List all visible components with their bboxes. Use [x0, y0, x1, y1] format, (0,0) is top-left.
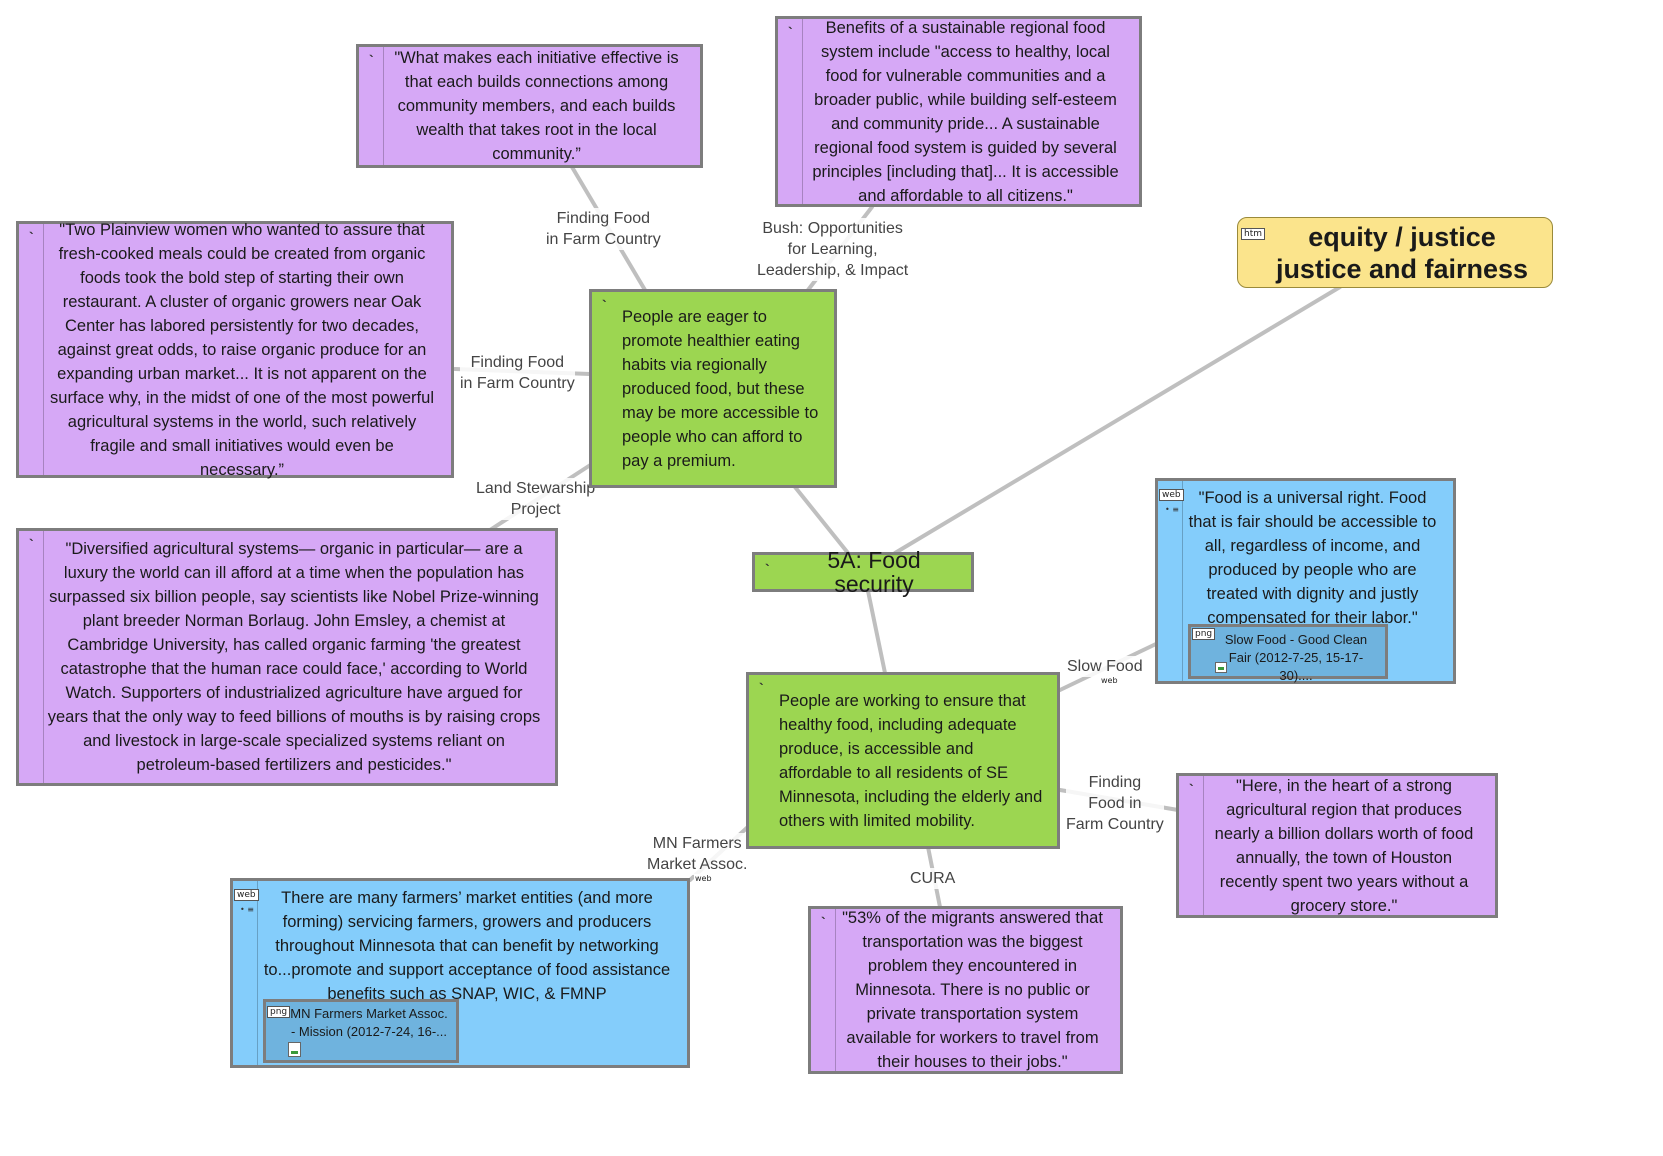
link-center-equity: [893, 285, 1342, 555]
edge-label-finding-food-right: Finding Food in Farm Country: [1066, 772, 1164, 835]
node-text: "What makes each initiative effective is…: [394, 49, 679, 163]
quote-mark-icon: `: [759, 680, 764, 696]
htm-file-icon: htm: [1241, 228, 1265, 240]
web-file-icon: web: [1159, 489, 1184, 501]
quote-node-diversified[interactable]: ` "Diversified agricultural systems— org…: [16, 528, 558, 786]
node-text: There are many farmers’ market entities …: [263, 889, 671, 1003]
quote-mark-icon: `: [602, 297, 607, 313]
topic-node-equity[interactable]: htm equity / justice justice and fairnes…: [1237, 217, 1553, 288]
web-file-icon: web: [234, 889, 259, 901]
edge-label-land-stewardship: Land Stewarship Project: [476, 478, 596, 520]
quote-node-benefits[interactable]: ` Benefits of a sustainable regional foo…: [775, 16, 1142, 207]
thumbnail-caption: MN Farmers Market Assoc. - Mission (2012…: [290, 1006, 448, 1039]
png-file-icon: png: [267, 1006, 291, 1018]
web-node-mn-farmers[interactable]: web • ≡ There are many farmers’ market e…: [230, 878, 690, 1068]
node-text: "Diversified agricultural systems— organ…: [47, 540, 541, 774]
edge-label-slow-food: Slow Food: [1067, 656, 1143, 677]
node-text: "Here, in the heart of a strong agricult…: [1214, 776, 1474, 915]
quote-mark-icon: `: [29, 536, 34, 552]
quote-mark-icon: `: [821, 914, 826, 930]
claim-node-top[interactable]: ` People are eager to promote healthier …: [589, 289, 837, 488]
topic-title: 5A: Food security: [827, 547, 921, 597]
topic-subtitle: justice and fairness: [1275, 253, 1529, 284]
claim-node-bottom[interactable]: ` People are working to ensure that heal…: [746, 672, 1060, 849]
quote-node-houston[interactable]: ` "Here, in the heart of a strong agricu…: [1176, 773, 1498, 918]
node-text: People are working to ensure that health…: [779, 691, 1043, 830]
image-file-icon: [288, 1042, 301, 1057]
quote-mark-icon: `: [765, 561, 770, 577]
topic-title: equity / justice: [1308, 221, 1496, 252]
edge-label-bush: Bush: Opportunities for Learning, Leader…: [757, 218, 909, 281]
thumbnail-caption: Slow Food - Good Clean Fair (2012-7-25, …: [1224, 632, 1368, 683]
quote-mark-icon: `: [369, 52, 374, 68]
quote-mark-icon: `: [1189, 781, 1194, 797]
quote-node-migrants[interactable]: ` "53% of the migrants answered that tra…: [808, 906, 1123, 1074]
outline-icon: • ≡: [1165, 505, 1179, 514]
png-file-icon: png: [1192, 628, 1216, 640]
edge-label-finding-food-left: Finding Food in Farm Country: [460, 352, 575, 394]
quote-node-plainview[interactable]: ` "Two Plainview women who wanted to ass…: [16, 221, 454, 479]
screenshot-thumbnail[interactable]: png Slow Food - Good Clean Fair (2012-7-…: [1188, 624, 1388, 683]
node-text: People are eager to promote healthier ea…: [622, 307, 819, 470]
screenshot-thumbnail[interactable]: png MN Farmers Market Assoc. - Mission (…: [263, 999, 459, 1063]
link-center-green-bottom: [866, 589, 887, 675]
central-topic-food-security[interactable]: ` 5A: Food security: [752, 548, 974, 596]
edge-label-finding-food-top: Finding Food in Farm Country: [546, 208, 661, 250]
quote-node-initiative[interactable]: ` "What makes each initiative effective …: [356, 44, 703, 168]
outline-icon: • ≡: [240, 905, 254, 914]
node-text: "Food is a universal right. Food that is…: [1188, 489, 1437, 627]
edge-label-mn-farmers: MN Farmers Market Assoc.: [647, 833, 748, 875]
web-link-icon[interactable]: web: [694, 874, 713, 883]
edge-label-cura: CURA: [910, 868, 956, 889]
link-green-top-center: [793, 485, 850, 555]
quote-mark-icon: `: [788, 24, 793, 40]
image-file-icon: [1215, 662, 1227, 673]
node-text: Benefits of a sustainable regional food …: [812, 18, 1119, 205]
node-text: "Two Plainview women who wanted to assur…: [50, 220, 434, 479]
web-link-icon[interactable]: web: [1100, 676, 1119, 685]
node-text: "53% of the migrants answered that trans…: [842, 909, 1103, 1071]
web-node-slow-food[interactable]: web • ≡ "Food is a universal right. Food…: [1155, 478, 1456, 684]
quote-mark-icon: `: [29, 229, 34, 245]
